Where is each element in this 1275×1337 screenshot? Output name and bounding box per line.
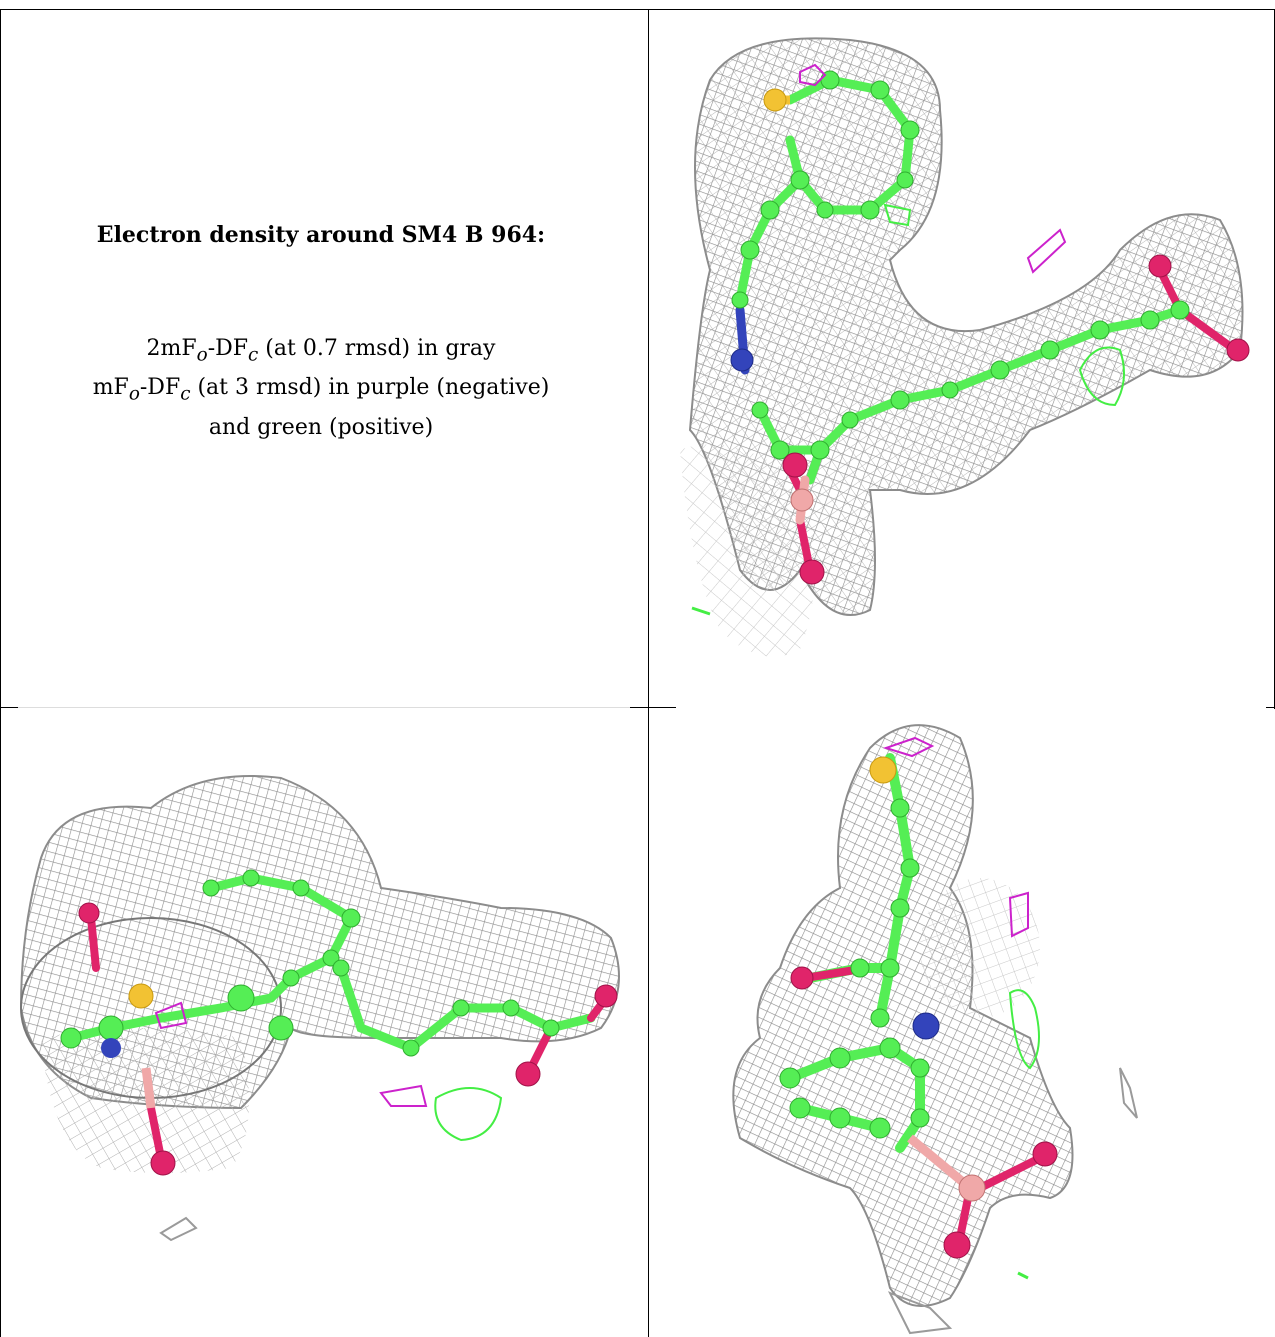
density-view-front-icon <box>680 37 1250 657</box>
legend-2fofc-line: 2mFo-DFc (at 0.7 rmsd) in gray <box>146 336 496 366</box>
density-panel-top <box>650 708 1274 1337</box>
border-left <box>0 9 1 1337</box>
density-panel-front <box>650 10 1274 707</box>
divider-horizontal-left <box>0 707 18 708</box>
legend-color-line: and green (positive) <box>208 414 434 440</box>
density-panel-side <box>1 708 648 1337</box>
caption-cell: Electron density around SM4 B 964: 2mFo-… <box>1 10 648 707</box>
divider-horizontal-right <box>1266 707 1274 708</box>
caption-legend: 2mFo-DFc (at 0.7 rmsd) in gray mFo-DFc (… <box>21 332 621 444</box>
legend-fofc-line: mFo-DFc (at 3 rmsd) in purple (negative) <box>92 375 550 405</box>
density-view-top-icon <box>732 724 1138 1335</box>
divider-vertical <box>648 9 649 1337</box>
divider-horizontal-faint <box>18 707 630 708</box>
divider-horizontal-mid <box>630 707 676 708</box>
density-view-side-icon <box>19 775 620 1242</box>
caption-title: Electron density around SM4 B 964: <box>96 222 546 248</box>
border-top <box>0 9 1275 10</box>
